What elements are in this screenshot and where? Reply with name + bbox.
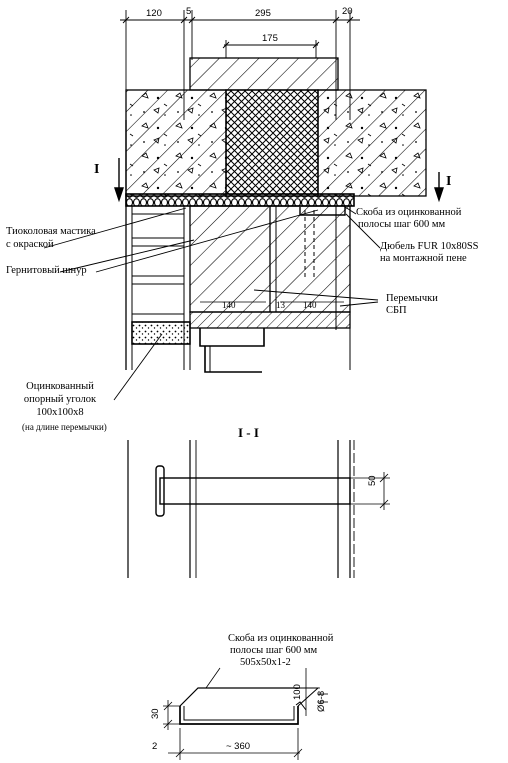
- leader-lines: [43, 204, 381, 401]
- wall-section: [125, 57, 427, 373]
- section-i-i: [127, 440, 390, 578]
- label-sealant-line2: с окраской: [6, 239, 54, 250]
- detail-title-line2: полосы шаг 600 мм: [230, 645, 318, 656]
- section-mark-right: I: [446, 174, 452, 189]
- dim-20: 20: [342, 6, 353, 17]
- lintel-dim-140-a: 140: [222, 300, 236, 310]
- label-dowel-line1: Дюбель FUR 10х80SS: [380, 241, 479, 252]
- label-angle-line2: опорный уголок: [23, 394, 97, 405]
- lintel-dim-140-b: 140: [303, 300, 317, 310]
- label-gernit-cord: Гернитовый шнур: [6, 265, 87, 276]
- dim-120: 120: [146, 8, 162, 19]
- section-dim-50: 50: [367, 475, 378, 486]
- label-angle-line4: (на длине перемычки): [22, 422, 107, 432]
- dim-295: 295: [255, 8, 271, 19]
- detail-dim-30: 30: [150, 708, 161, 719]
- label-angle-line3: 100х100х8: [36, 407, 84, 418]
- bracket-detail: [163, 667, 328, 760]
- section-mark-left: I: [94, 162, 100, 177]
- detail-dim-hole: Ø6-8: [316, 690, 327, 712]
- label-bracket-line1: Скоба из оцинкованной: [356, 207, 462, 218]
- dim-5: 5: [186, 6, 192, 17]
- detail-dim-length: ~ 360: [226, 741, 251, 752]
- label-dowel-line2: на монтажной пене: [380, 253, 467, 264]
- label-sealant-line1: Тиоколовая мастика: [6, 226, 96, 237]
- section-title: I - I: [238, 425, 259, 440]
- label-bracket-line2: полосы шаг 600 мм: [358, 219, 446, 230]
- detail-dim-100: 100: [292, 684, 303, 700]
- label-angle-line1: Оцинкованный: [26, 381, 94, 392]
- section-cut-marks: [114, 158, 444, 203]
- dim-175: 175: [262, 33, 278, 44]
- detail-title-line1: Скоба из оцинкованной: [228, 633, 334, 644]
- label-lintels-line1: Перемычки: [386, 293, 438, 304]
- detail-dim-edge: 2: [152, 741, 158, 752]
- detail-spec: 505х50х1-2: [240, 657, 291, 668]
- label-lintels-line2: СБП: [386, 305, 407, 316]
- lintel-dim-13: 13: [276, 300, 285, 310]
